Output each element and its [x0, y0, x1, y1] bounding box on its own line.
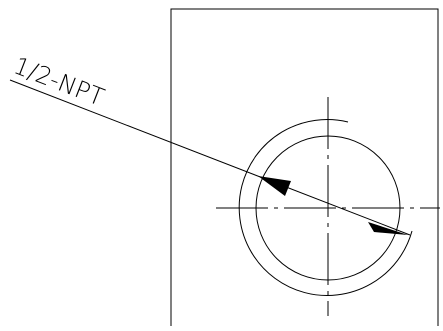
leader-arrowhead-lower: [368, 222, 408, 235]
leader-line: [9, 79, 411, 236]
leader-arrowhead-upper: [258, 176, 291, 196]
thread-callout-label: 1/2-NPT: [10, 51, 108, 111]
part-outline: [170, 8, 439, 326]
thread-arc: [238, 119, 413, 296]
